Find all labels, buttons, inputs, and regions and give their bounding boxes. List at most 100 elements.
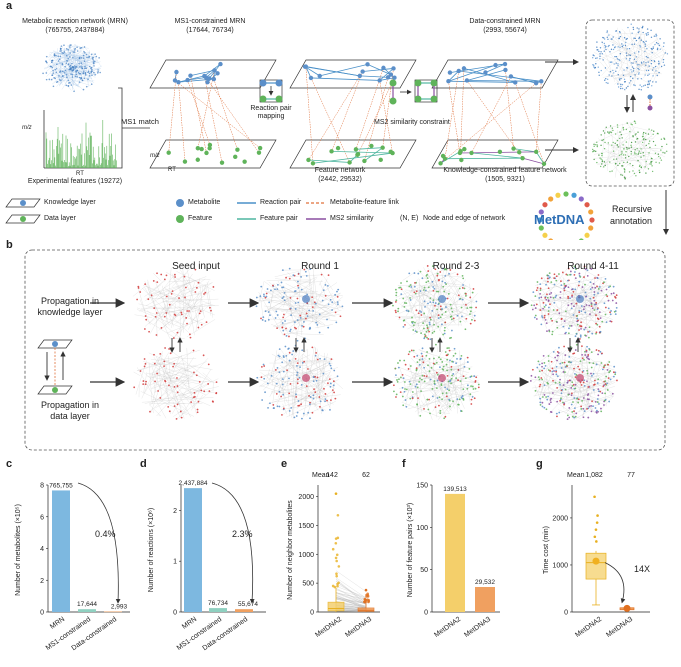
x-tick-label: MetDNA3 xyxy=(463,616,492,639)
annotation-label: annotation xyxy=(610,216,653,226)
mean-value: 77 xyxy=(627,472,635,479)
prop-data-line1: Propagation in xyxy=(40,400,100,410)
pair-line xyxy=(335,593,367,605)
round411-label: Round 4-11 xyxy=(567,261,619,272)
seed-input-label: Seed input xyxy=(172,261,220,272)
bar-value-label: 55,674 xyxy=(238,601,258,608)
mean-value: 1,082 xyxy=(585,472,603,479)
outlier-point xyxy=(334,537,338,540)
outlier-point xyxy=(335,559,338,563)
spectrum-rt-label: RT xyxy=(76,171,84,177)
bar xyxy=(78,609,96,612)
legend-feature-pair: Feature pair xyxy=(260,215,298,222)
outlier-point xyxy=(337,565,341,568)
x-tick-label: MetDNA2 xyxy=(433,616,462,639)
panel-b-graphics xyxy=(24,249,666,451)
legend-knowledge-layer: Knowledge layer xyxy=(44,199,96,206)
mean-value: 142 xyxy=(326,472,338,479)
pair-line xyxy=(335,570,367,592)
y-axis-label: Time cost (min) xyxy=(543,526,550,574)
reaction-pair-mapping-icon xyxy=(259,79,283,103)
panel-letter: c xyxy=(6,458,12,470)
exp-features-label: Experimental features (19272) xyxy=(27,178,123,185)
pair-line xyxy=(335,592,367,600)
outlier-point xyxy=(595,540,598,543)
mean-label: Mean xyxy=(567,472,585,479)
bar xyxy=(209,608,227,612)
y-tick-label: 2 xyxy=(173,508,177,515)
outlier-point xyxy=(594,528,598,531)
box xyxy=(585,552,607,580)
x-tick-label: MRN xyxy=(181,616,198,631)
y-tick-label: 6 xyxy=(40,514,44,521)
outlier-point xyxy=(336,513,340,517)
pair-line xyxy=(335,586,367,598)
y-tick-label: 1000 xyxy=(298,552,314,559)
outlier-point xyxy=(366,594,370,597)
bar-value-label: 17,644 xyxy=(77,601,97,608)
feature-network-counts: (2442, 29532) xyxy=(318,176,362,183)
round1-label: Round 1 xyxy=(301,261,339,272)
ratio-arrow xyxy=(77,482,121,604)
prop-knowledge-line1: Propagation in xyxy=(40,296,100,306)
panel-b-letter: b xyxy=(6,239,13,251)
outlier-point xyxy=(334,556,338,560)
mean-label: Mean xyxy=(312,472,330,479)
legend-ms2-similarity: MS2 similarity xyxy=(330,215,374,222)
outlier-point xyxy=(335,553,339,557)
y-tick-label: 0 xyxy=(40,610,44,617)
pair-line xyxy=(335,592,367,603)
bar-value-label: 29,532 xyxy=(475,579,495,586)
ratio-label: 0.4% xyxy=(95,529,116,539)
pair-line xyxy=(335,588,367,605)
bar-value-label: 2,437,884 xyxy=(179,480,208,487)
mrn-hairball xyxy=(42,44,102,93)
y-axis-label: Number of metabolites (×10⁵) xyxy=(15,504,22,596)
panel-a-letter: a xyxy=(6,0,13,12)
spectrum-plot xyxy=(43,110,118,169)
layer-mz-label: m/z xyxy=(150,153,160,159)
y-tick-label: 1000 xyxy=(552,562,568,569)
panel-letter: d xyxy=(140,458,147,470)
y-tick-label: 150 xyxy=(416,483,428,490)
outlier-point xyxy=(363,600,366,603)
recursive-label: Recursive xyxy=(612,204,653,214)
box xyxy=(327,601,345,612)
y-tick-label: 0 xyxy=(310,610,314,617)
x-tick-label: MS1-constrained xyxy=(176,616,223,652)
bar-value-label: 765,755 xyxy=(49,482,73,489)
reaction-pair-mapping-label: Reaction pair mapping xyxy=(250,105,292,120)
fold-label: 14X xyxy=(634,564,650,574)
ms2-constraint-icon xyxy=(389,79,438,105)
layer-rt-label: RT xyxy=(168,167,176,173)
outlier-point xyxy=(363,597,367,601)
outlier-point xyxy=(366,598,369,601)
y-axis-label: Number of reactions (×10⁶) xyxy=(148,508,155,592)
legend-mf-link: Metabolite-feature link xyxy=(330,199,399,206)
bar-value-label: 76,734 xyxy=(208,600,228,607)
legend-feature: Feature xyxy=(188,215,213,222)
ms1-mrn-counts: (17644, 76734) xyxy=(186,27,234,34)
bar-value-label: 139,513 xyxy=(443,486,467,493)
prop-knowledge-line2: knowledge layer xyxy=(37,307,103,317)
pair-line xyxy=(335,597,367,608)
bar xyxy=(184,488,202,612)
data-mrn-counts: (2993, 55674) xyxy=(483,27,527,34)
ratio-label: 2.3% xyxy=(232,529,253,539)
bar xyxy=(104,611,122,613)
outlier-point xyxy=(334,492,338,495)
legend-node-edge: (N, E) xyxy=(400,215,419,222)
outlier-point xyxy=(331,547,335,551)
x-tick-label: Data-constrained xyxy=(201,616,249,652)
mean-point xyxy=(592,557,600,565)
bar-value-label: 2,993 xyxy=(111,604,128,611)
fold-arrow xyxy=(604,562,626,604)
metdna-logo-text: MetDNA xyxy=(534,212,585,227)
ms1-mrn-title: MS1-constrained MRN xyxy=(174,18,246,25)
result-box xyxy=(585,19,675,187)
y-tick-label: 8 xyxy=(40,483,44,490)
legend-graphics xyxy=(5,198,326,224)
x-tick-label: MS1-constrained xyxy=(45,616,92,652)
spectrum-mz-label: m/z xyxy=(22,125,32,131)
mrn-counts: (765755, 2437884) xyxy=(45,27,105,34)
